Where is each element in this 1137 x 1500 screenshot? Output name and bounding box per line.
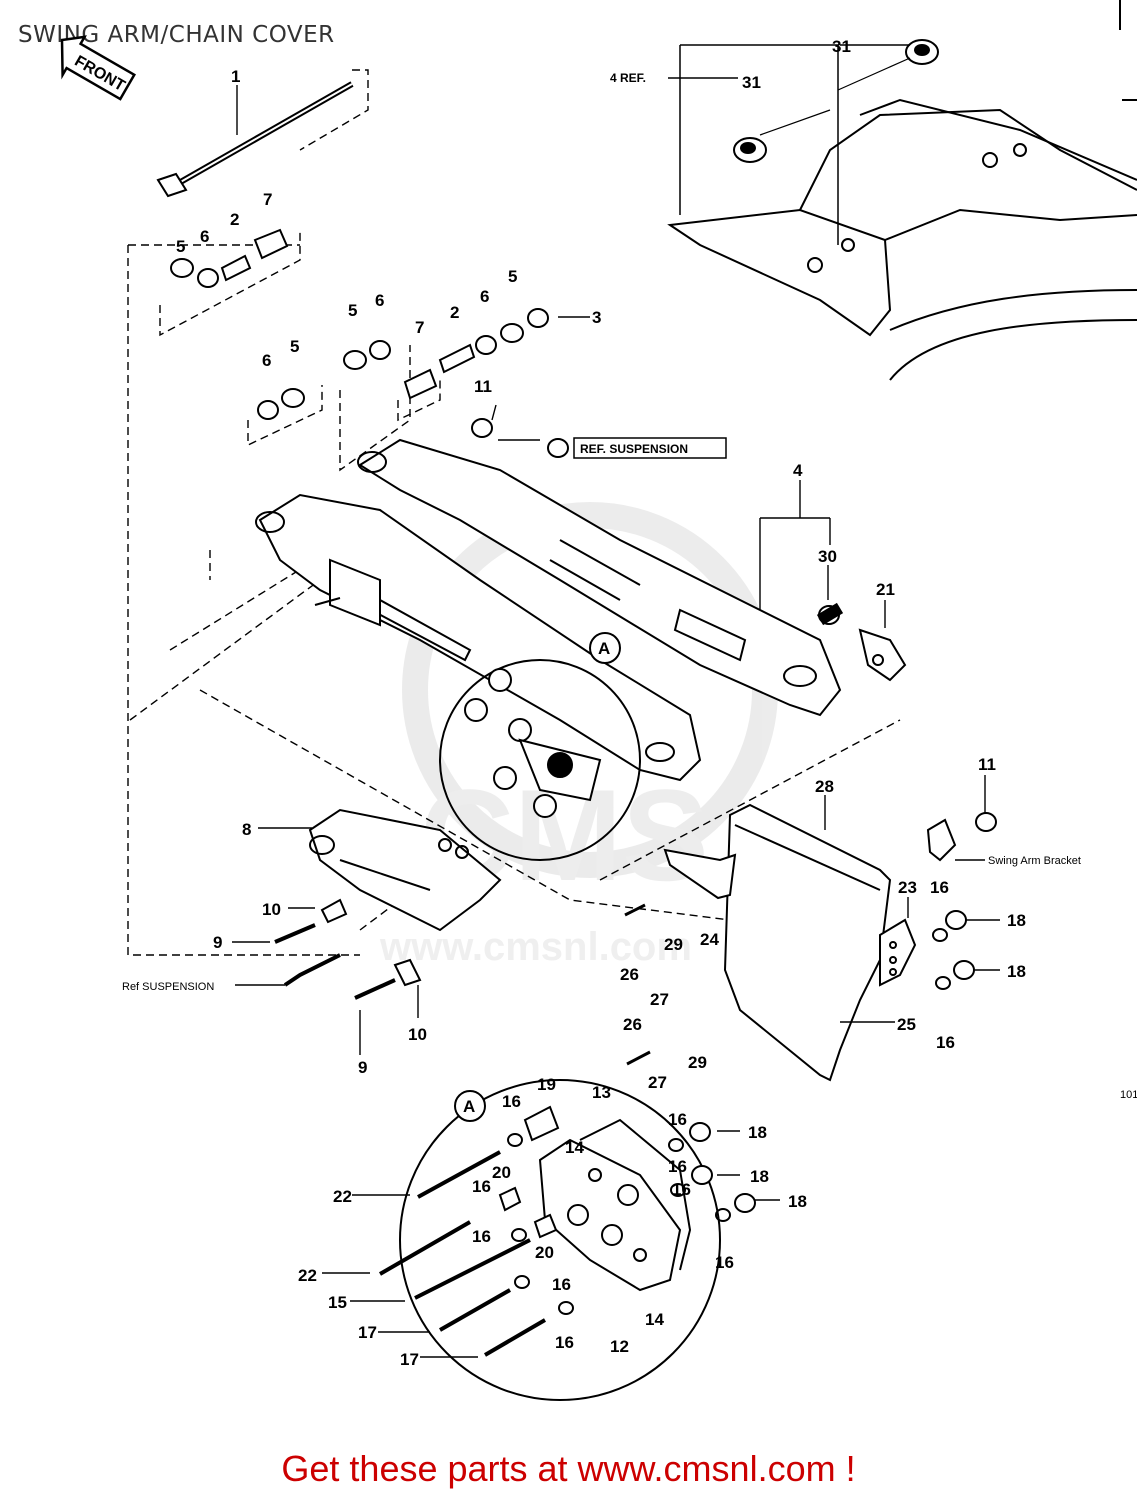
callout-5: 5	[290, 337, 299, 356]
callout-20: 20	[535, 1243, 554, 1262]
callout-6: 6	[262, 351, 271, 370]
sprocket-carrier	[538, 1118, 692, 1292]
callout-20: 20	[492, 1163, 511, 1182]
ref-4: 4 REF.	[610, 71, 646, 85]
callout-16: 16	[936, 1033, 955, 1052]
chain-guard	[308, 808, 502, 932]
callout-27: 27	[650, 990, 669, 1009]
callout-26: 26	[620, 965, 639, 984]
callout-26: 26	[623, 1015, 642, 1034]
callout-30: 30	[818, 547, 837, 566]
callout-22: 22	[333, 1187, 352, 1206]
callout-5: 5	[176, 237, 185, 256]
callout-31: 31	[742, 73, 761, 92]
callout-2: 2	[450, 303, 459, 322]
ref-suspension-box: REF. SUSPENSION	[573, 437, 727, 459]
chain-adjuster	[858, 628, 907, 682]
footer-link-text[interactable]: Get these parts at www.cmsnl.com !	[281, 1448, 856, 1489]
callout-16: 16	[668, 1157, 687, 1176]
callout-13: 13	[592, 1083, 611, 1102]
callout-16: 16	[672, 1180, 691, 1199]
callout-2: 2	[230, 210, 239, 229]
svg-text:A: A	[463, 1097, 475, 1116]
callout-6: 6	[480, 287, 489, 306]
callout-5: 5	[348, 301, 357, 320]
bracket-24	[663, 848, 737, 900]
callout-9: 9	[213, 933, 222, 952]
callout-18: 18	[1007, 962, 1026, 981]
plate-23	[879, 918, 917, 987]
detail-a-outline-upper	[439, 659, 641, 861]
swing-arm-bracket	[926, 818, 957, 862]
swing-arm-bracket-label: Swing Arm Bracket	[988, 855, 1081, 867]
callout-6: 6	[375, 291, 384, 310]
callout-21: 21	[876, 580, 895, 599]
dash-guides	[127, 69, 901, 956]
callout-18: 18	[748, 1123, 767, 1142]
callout-7: 7	[263, 190, 272, 209]
callout-18: 18	[1007, 911, 1026, 930]
callout-27: 27	[648, 1073, 667, 1092]
watermark-url: www.cmsnl.com	[379, 925, 692, 969]
swing-arm	[255, 438, 842, 782]
callout-31: 31	[832, 37, 851, 56]
collar-31-lower	[733, 137, 767, 163]
callout-10: 10	[408, 1025, 427, 1044]
callout-11: 11	[978, 755, 996, 774]
callout-4: 4	[793, 461, 803, 480]
callout-14: 14	[645, 1310, 664, 1329]
callout-11: 11	[474, 377, 492, 396]
callout-3: 3	[592, 308, 601, 327]
callout-5: 5	[508, 267, 517, 286]
callout-23: 23	[898, 878, 917, 897]
callout-16: 16	[552, 1275, 571, 1294]
callout-29: 29	[688, 1053, 707, 1072]
ref-suspension-small: Ref SUSPENSION	[122, 981, 214, 993]
callout-17: 17	[400, 1350, 419, 1369]
callout-24: 24	[700, 930, 719, 949]
callout-16: 16	[555, 1333, 574, 1352]
callout-18: 18	[750, 1167, 769, 1186]
callout-22: 22	[298, 1266, 317, 1285]
detail-a-outline-lower	[399, 1079, 721, 1401]
svg-text:REF. SUSPENSION: REF. SUSPENSION	[580, 442, 688, 456]
callout-10: 10	[262, 900, 281, 919]
callout-16: 16	[472, 1227, 491, 1246]
callout-19: 19	[537, 1075, 556, 1094]
callout-8: 8	[242, 820, 251, 839]
frame-bracket	[667, 0, 1137, 381]
callout-15: 15	[328, 1293, 347, 1312]
front-arrow: FRONT	[60, 35, 136, 101]
detail-a-marker-upper: A	[589, 632, 621, 664]
detail-a-marker-lower: A	[454, 1090, 486, 1122]
hardware-washers-nuts	[170, 228, 997, 1315]
pivot-bolt	[156, 81, 354, 198]
callout-6: 6	[200, 227, 209, 246]
callout-12: 12	[610, 1337, 629, 1356]
callout-9: 9	[358, 1058, 367, 1077]
callout-17: 17	[358, 1323, 377, 1342]
svg-text:A: A	[598, 639, 610, 658]
callout-16: 16	[472, 1177, 491, 1196]
callout-16: 16	[930, 878, 949, 897]
callout-16: 16	[715, 1253, 734, 1272]
callout-1: 1	[231, 67, 240, 86]
callout-28: 28	[815, 777, 834, 796]
callout-16: 16	[502, 1092, 521, 1111]
part-callouts: 1 2 2 3 4 5 5 5 5 6 6 6 6 7 7 8 9 9 10 1…	[176, 37, 1026, 1369]
leader-lines	[232, 44, 1000, 1358]
callout-14: 14	[565, 1138, 584, 1157]
bolts-lower	[378, 1150, 547, 1357]
callout-7: 7	[415, 318, 424, 337]
side-code: 101	[1120, 1089, 1137, 1101]
callout-25: 25	[897, 1015, 916, 1034]
sprocket-hub	[464, 668, 602, 818]
callout-18: 18	[788, 1192, 807, 1211]
callout-16: 16	[668, 1110, 687, 1129]
collar-31-top	[905, 39, 939, 65]
callout-29: 29	[664, 935, 683, 954]
chain-cover	[723, 803, 892, 1082]
